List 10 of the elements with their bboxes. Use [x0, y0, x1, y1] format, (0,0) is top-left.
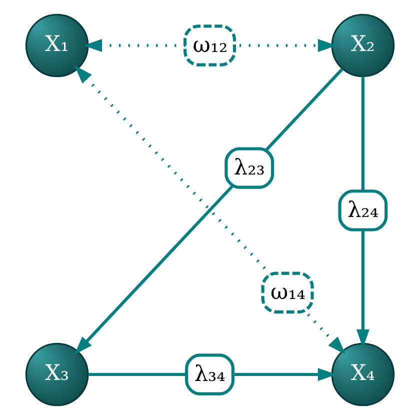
node-circle: X₃ — [25, 342, 89, 406]
node-circle: X₂ — [331, 14, 395, 78]
edge-label: ω₁₂ — [192, 32, 228, 58]
edge-label: λ₂₄ — [347, 198, 379, 223]
edge-label: λ₂₃ — [234, 156, 265, 181]
edge-label: λ₃₄ — [194, 362, 226, 387]
node-circle: X₄ — [331, 342, 395, 406]
edge-label: ω₁₄ — [270, 280, 306, 306]
node-circle: X₁ — [25, 14, 89, 78]
arrow — [83, 38, 336, 52]
